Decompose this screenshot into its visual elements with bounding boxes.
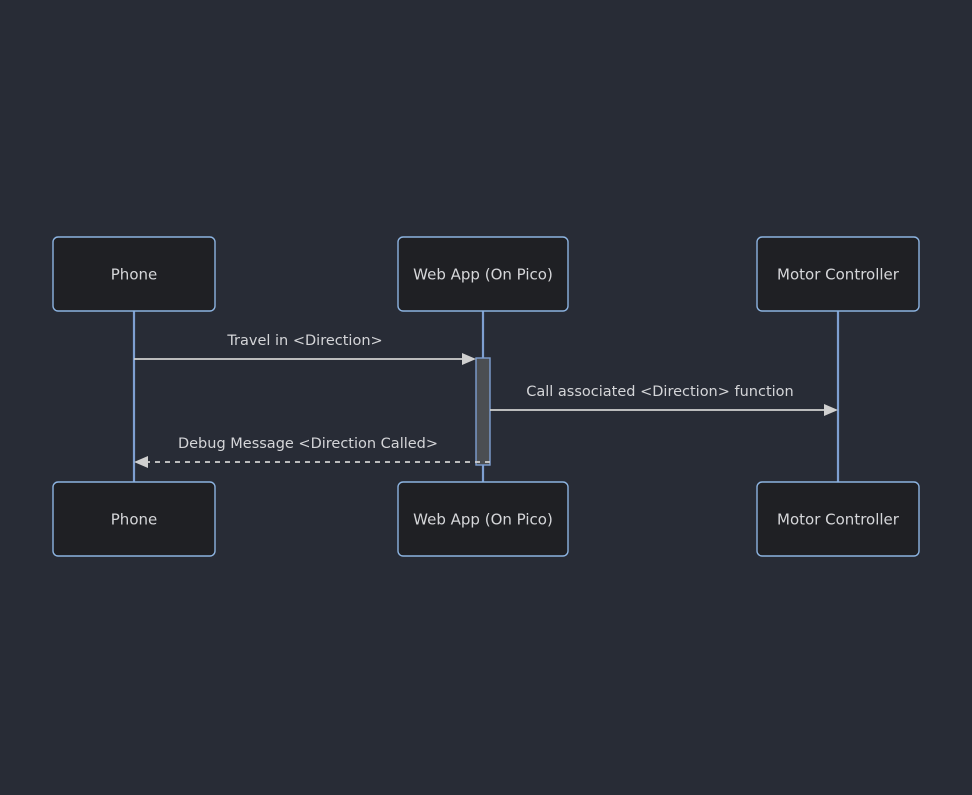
participant-box-webapp-bottom[interactable]: Web App (On Pico) [397,481,569,557]
message-label-debug-message: Debug Message <Direction Called> [178,436,438,452]
participant-label-phone-bottom: Phone [111,511,157,529]
participant-box-phone-bottom[interactable]: Phone [52,481,216,557]
activations-layer [475,357,491,466]
participant-label-webapp-top: Web App (On Pico) [413,266,553,284]
arrowhead-right-call-associated-function [824,404,838,416]
participant-label-motor-bottom: Motor Controller [777,511,900,529]
participant-box-rect-webapp-bottom[interactable] [397,481,569,557]
message-travel-in-direction: Travel in <Direction> [134,333,476,365]
participant-label-webapp-bottom: Web App (On Pico) [413,511,553,529]
participant-box-motor-top[interactable]: Motor Controller [756,236,920,312]
participant-label-phone-top: Phone [111,266,157,284]
message-label-travel-in-direction: Travel in <Direction> [226,333,382,349]
participant-box-motor-bottom[interactable]: Motor Controller [756,481,920,557]
participant-box-webapp-top[interactable]: Web App (On Pico) [397,236,569,312]
arrowhead-right-travel-in-direction [462,353,476,365]
participant-boxes-top: Phone Web App (On Pico) Motor Controller [52,236,920,312]
participant-box-phone-top[interactable]: Phone [52,236,216,312]
participant-box-rect-phone-top[interactable] [52,236,216,312]
message-debug-message: Debug Message <Direction Called> [134,436,490,468]
participant-box-rect-motor-bottom[interactable] [756,481,920,557]
message-label-call-associated-function: Call associated <Direction> function [526,384,794,400]
arrowhead-left-debug-message [134,456,148,468]
message-call-associated-function: Call associated <Direction> function [490,384,838,416]
participant-label-motor-top: Motor Controller [777,266,900,284]
activation-bar-webapp [475,357,491,466]
participant-box-rect-phone-bottom[interactable] [52,481,216,557]
participant-box-rect-motor-top[interactable] [756,236,920,312]
participant-box-rect-webapp-top[interactable] [397,236,569,312]
participant-boxes-bottom: Phone Web App (On Pico) Motor Controller [52,481,920,557]
